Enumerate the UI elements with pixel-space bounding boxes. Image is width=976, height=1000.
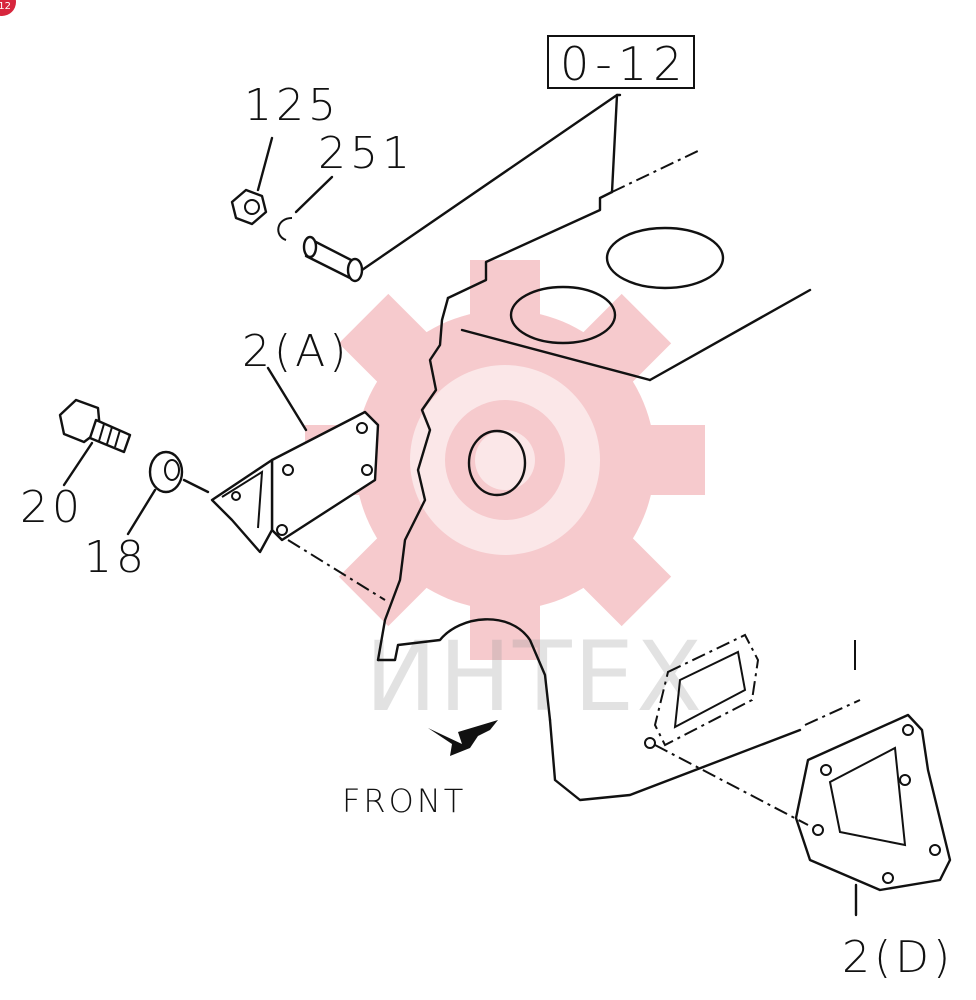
washer-251 [277,217,293,241]
label-18: 18 [84,532,148,583]
label-2d: 2(D) [842,932,954,983]
front-arrow-icon [428,720,498,756]
stud-bolt [302,235,364,283]
ref-box-frame [547,35,695,89]
label-2a: 2(A) [242,326,350,377]
engine-block [376,149,861,802]
nut-125 [230,188,268,226]
watermark-text: ИНТЕХ [365,621,704,733]
ref-box-label: 0-12 [560,37,688,91]
washer-18 [148,450,184,494]
label-125: 125 [244,80,340,131]
bolt-20 [58,398,132,454]
bracket-2a [210,410,380,554]
bracket-2d [794,713,952,892]
label-251: 251 [318,128,414,179]
front-label: FRONT [342,782,466,820]
label-20: 20 [20,482,84,533]
watermark-gear-icon [305,260,705,660]
